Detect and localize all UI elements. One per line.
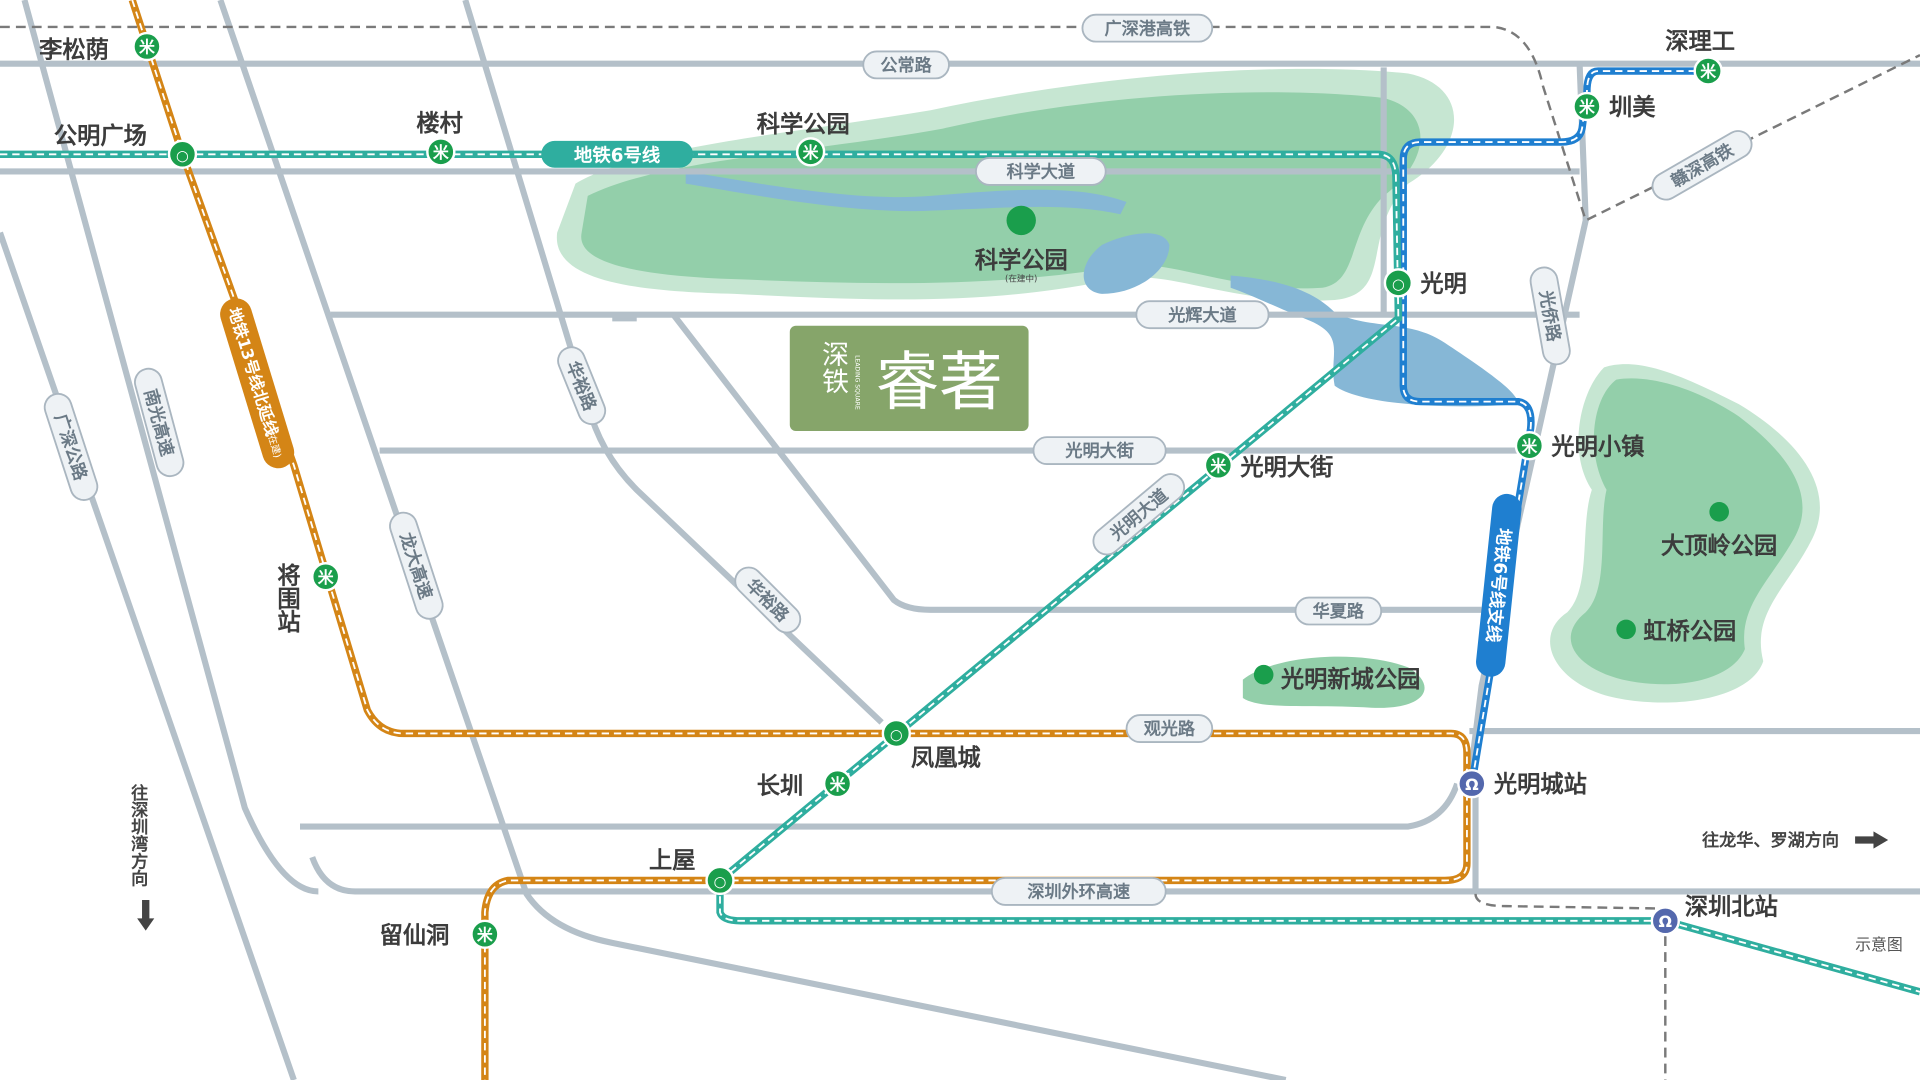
metro-station-icon [822,768,853,799]
station-label: 光明城站 [1493,771,1587,798]
station-glyph-icon: 米 [803,143,819,162]
station-gmst[interactable]: 米光明大街 [1203,450,1334,481]
station-gongming[interactable]: ○ 公明广场 [54,122,198,169]
road-label-gongchang: 公常路 [880,55,932,76]
metro-station-icon [1203,450,1234,480]
logo-brand: 深铁 [817,340,848,394]
station-glyph-icon: 米 [1210,456,1226,475]
station-label: 科学公园 [757,111,850,138]
station-glyph-icon: ○ [176,147,189,164]
station-gmtown[interactable]: 米光明小镇 [1514,431,1645,461]
transfer-station-icon [1383,268,1414,298]
station-loucun[interactable]: 米楼村 [416,110,463,167]
road-label-guanghui: 光辉大道 [1167,305,1237,326]
station-label: 光明小镇 [1550,433,1644,460]
station-glyph-icon: 米 [477,925,493,944]
station-shangwu[interactable]: ○ 上屋 [649,847,735,896]
road-label-waihuan: 深圳外环高速 [1027,882,1130,903]
railway-station-icon [1457,768,1487,799]
station-label: 圳美 [1609,94,1656,121]
station-label: 将围站 [273,563,301,634]
station-glyph-icon: ○ [890,727,903,744]
direction-left: 往深圳湾方向 [127,783,148,888]
station-guangming[interactable]: ○ 光明 [1383,268,1467,298]
station-label: 上屋 [649,847,696,874]
station-glyph-icon: Ω [1465,775,1479,794]
park-label-kexue: 科学公园 [975,247,1068,274]
station-label: 楼村 [416,110,463,137]
directions: 往深圳湾方向 往龙华、罗湖方向 示意图 [127,783,1903,954]
station-fenghuang[interactable]: ○ 凤凰城 [881,718,981,771]
road-label-gsg: 广深港高铁 [1105,18,1191,39]
logo-name: 睿著 [876,346,1003,420]
station-glyph-icon: 米 [139,38,155,57]
arrow-down-icon [137,900,155,931]
station-label: 凤凰城 [911,744,981,771]
station-kexuepark[interactable]: 米 科学公园 [757,111,850,167]
station-glyph-icon: 米 [318,568,334,587]
road-label-guanguang: 观光路 [1144,719,1196,740]
transfer-station-icon [705,865,735,896]
station-glyph-icon: 米 [433,143,449,162]
station-glyph-icon: Ω [1659,912,1673,931]
station-shenligong[interactable]: 米 深理工 [1665,28,1735,86]
station-gmcity[interactable]: Ω 光明城站 [1457,768,1587,799]
direction-right: 往龙华、罗湖方向 [1702,830,1839,851]
station-label: 光明大街 [1239,454,1333,481]
metro-station-icon [470,919,500,949]
station-label: 光明 [1419,270,1467,297]
railway-station-icon [1650,906,1680,936]
project-logo: 深铁 LEADING SQUARE 睿著 [789,325,1029,432]
parks: 科学公园 (在建中) 大顶岭公园 虹桥公园 光明新城公园 [975,205,1777,693]
park-label-hongqiao: 虹桥公园 [1643,618,1736,645]
station-label: 留仙洞 [380,922,450,949]
station-glyph-icon: 米 [1700,62,1716,81]
diagram-note: 示意图 [1855,935,1903,954]
metro-station-icon [1572,91,1602,122]
road-label-guangmingst: 光明大街 [1064,441,1134,462]
station-label: 深圳北站 [1685,894,1778,921]
road-label-huaxia: 华夏路 [1313,601,1365,622]
station-glyph-icon: 米 [830,775,846,794]
metro-station-icon [795,137,826,167]
metro-station-icon [426,137,456,167]
station-label: 李松荫 [39,37,109,64]
metro-station-icon [1514,431,1545,461]
metro-station-icon [311,562,341,592]
line-label-6: 地铁6号线 [574,145,661,167]
park-label-dadingling: 大顶岭公园 [1661,532,1777,559]
transfer-station-icon [167,139,198,169]
arrow-right-icon [1855,831,1889,849]
station-zhenmei[interactable]: 米圳美 [1572,91,1656,122]
station-label: 公明广场 [54,122,147,149]
road-label-kexue: 科学大道 [1007,162,1076,183]
station-liuxiandong[interactable]: 米 留仙洞 [380,919,500,949]
station-label: 长圳 [757,772,804,799]
metro-station-icon [132,31,162,62]
station-glyph-icon: ○ [1392,276,1405,293]
station-label: 深理工 [1665,28,1735,55]
station-lisongying[interactable]: 米 李松荫 [39,31,162,64]
park-note-kexue: (在建中) [1005,273,1037,285]
transfer-station-icon [881,718,912,749]
park-areas [556,68,1820,708]
station-glyph-icon: 米 [1579,98,1595,117]
station-szbei[interactable]: Ω 深圳北站 [1650,894,1778,936]
station-glyph-icon: ○ [714,874,727,891]
station-glyph-icon: 米 [1521,437,1537,456]
station-changzhen[interactable]: 米 长圳 [757,768,853,799]
park-label-xincheng: 光明新城公园 [1280,666,1421,693]
logo-sub: LEADING SQUARE [854,355,861,410]
stations[interactable]: 米李松荫○公明广场米楼村米科学公园米深理工米圳美○光明米光明小镇米光明大街米将围… [39,28,1778,949]
metro-station-icon [1693,56,1723,86]
